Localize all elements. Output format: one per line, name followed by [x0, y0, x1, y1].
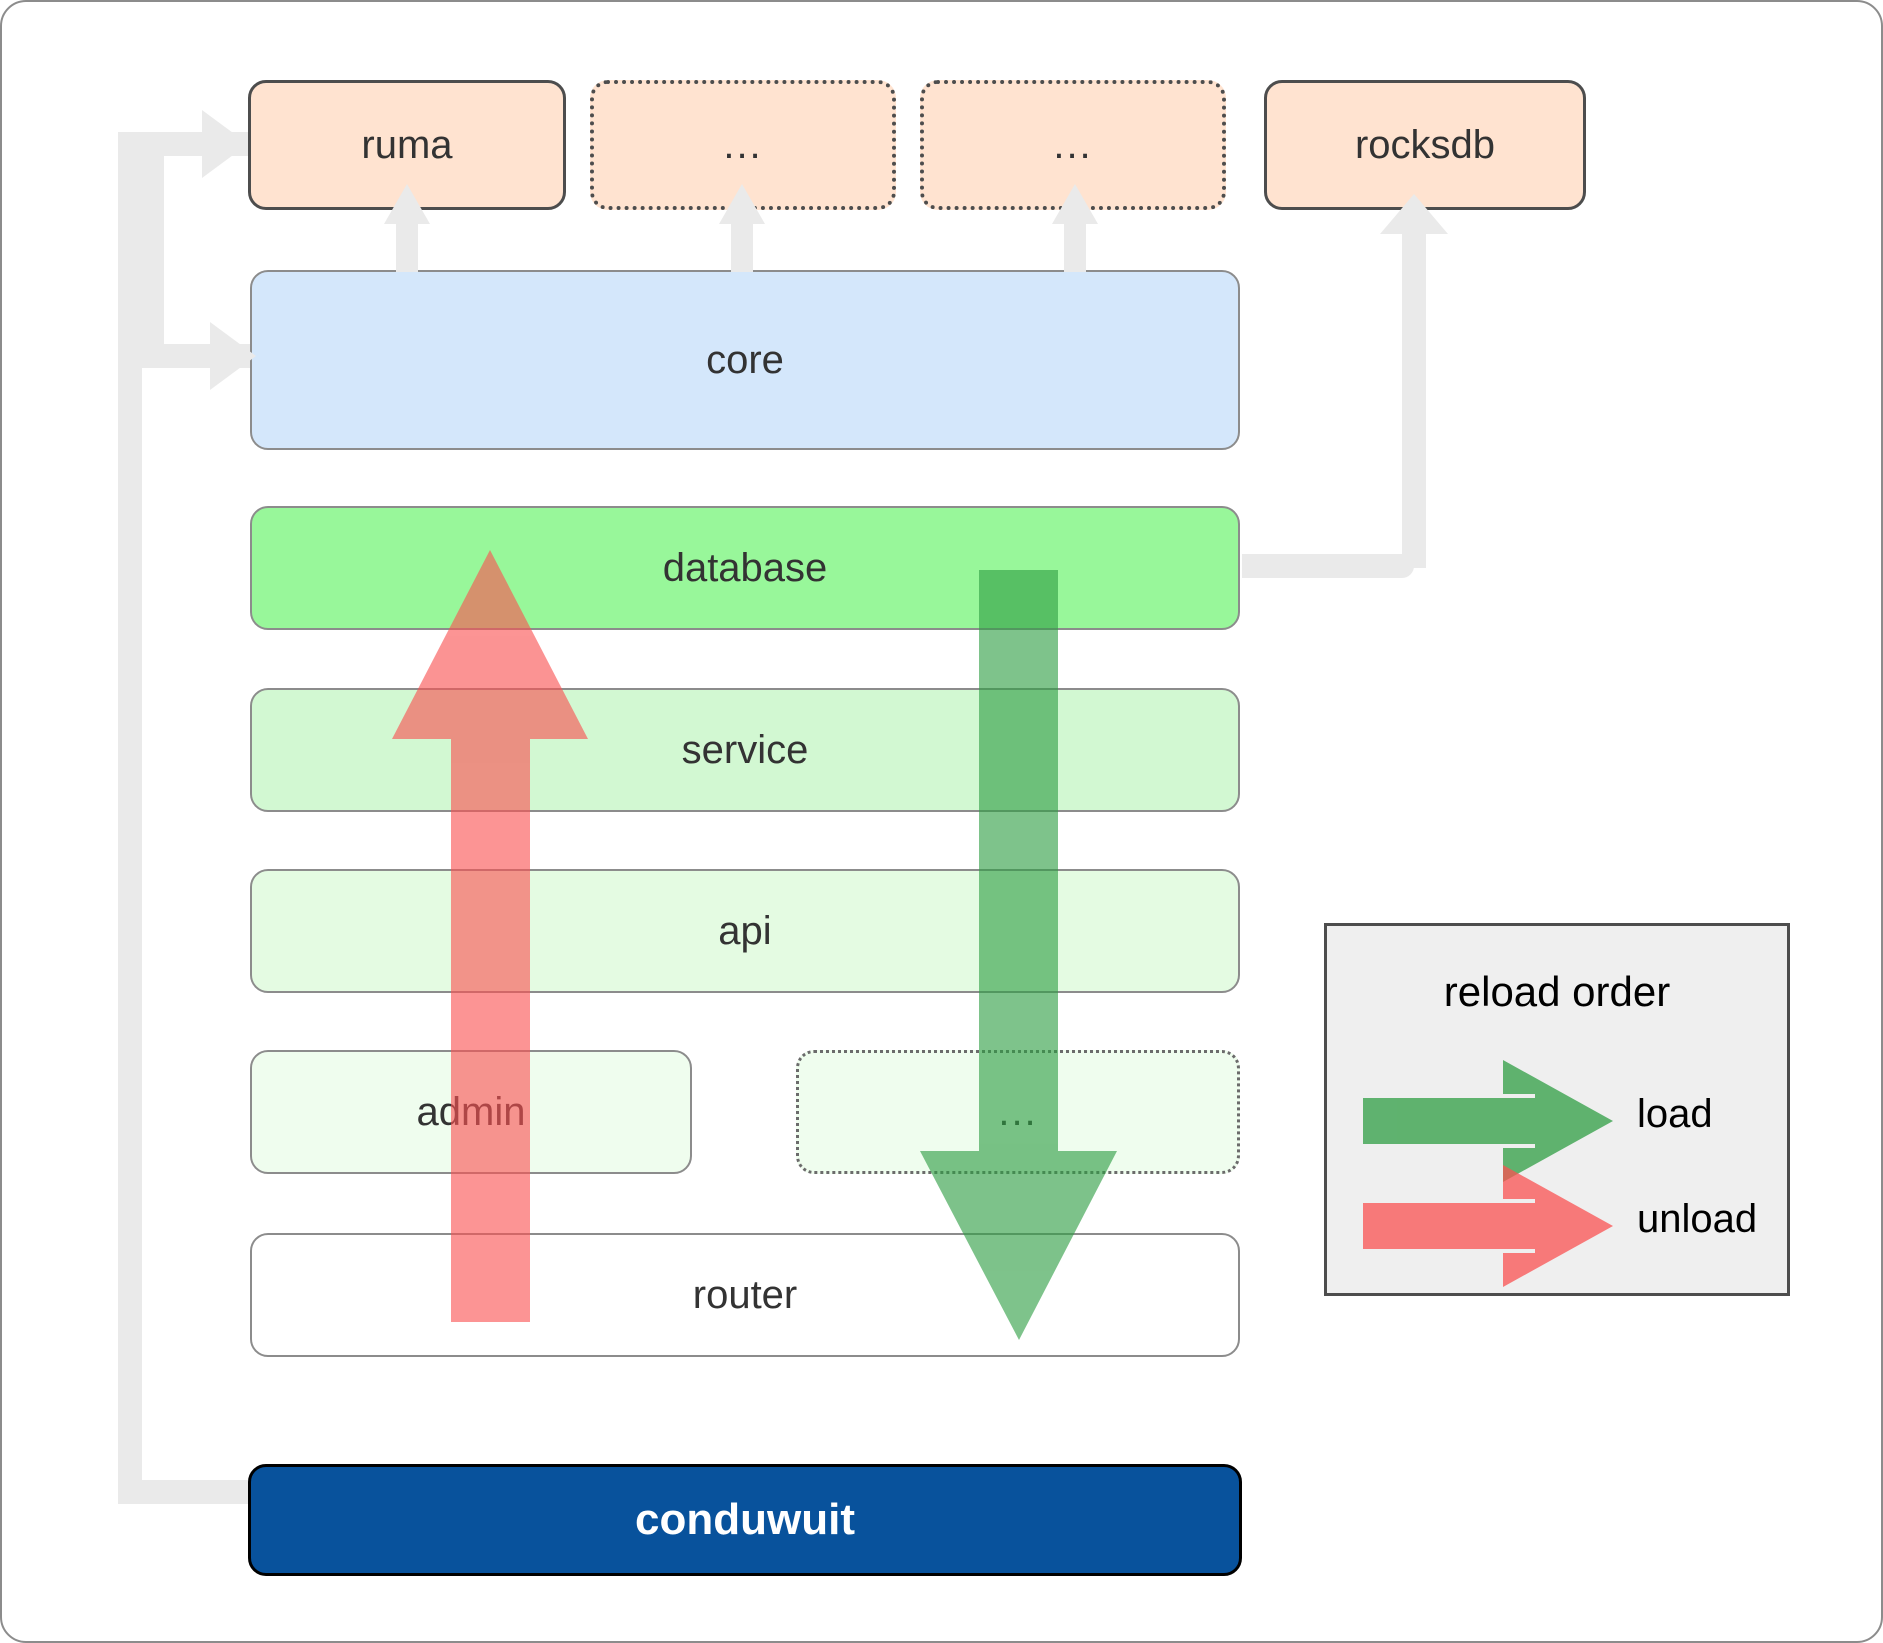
node-ext-placeholder-1-label: ...: [723, 122, 763, 167]
legend-load-arrow-icon: [1363, 1060, 1613, 1182]
link-inner-vertical: [142, 156, 164, 366]
node-rocksdb[interactable]: rocksdb: [1264, 80, 1586, 210]
node-service-label: service: [681, 727, 809, 772]
node-database[interactable]: database: [250, 506, 1240, 630]
node-router-label: router: [692, 1272, 798, 1317]
node-api-label: api: [718, 908, 772, 953]
link-root-horizontal: [118, 1480, 248, 1504]
node-layer-placeholder-label: ...: [998, 1089, 1038, 1134]
node-core[interactable]: core: [250, 270, 1240, 450]
legend-unload-arrow-icon: [1363, 1165, 1613, 1287]
link-db-rocksdb-vertical: [1402, 232, 1426, 568]
node-router[interactable]: router: [250, 1233, 1240, 1357]
legend-row-load: load: [1327, 1060, 1787, 1182]
node-rocksdb-label: rocksdb: [1354, 122, 1496, 167]
node-conduwuit[interactable]: conduwuit: [248, 1464, 1242, 1576]
link-db-rocksdb-horizontal: [1242, 554, 1414, 578]
legend-panel: reload order load unload: [1324, 923, 1790, 1296]
node-service[interactable]: service: [250, 688, 1240, 812]
legend-title: reload order: [1443, 968, 1671, 1015]
node-ext-placeholder-2[interactable]: ...: [920, 80, 1226, 210]
link-trunk-vertical: [118, 132, 142, 1504]
node-conduwuit-label: conduwuit: [635, 1495, 855, 1544]
node-layer-placeholder[interactable]: ...: [796, 1050, 1240, 1174]
node-ext-placeholder-1[interactable]: ...: [590, 80, 896, 210]
link-core-horizontal: [142, 344, 252, 368]
legend-unload-label: unload: [1637, 1197, 1758, 1241]
node-admin[interactable]: admin: [250, 1050, 692, 1174]
legend-load-label: load: [1637, 1092, 1713, 1136]
node-ruma[interactable]: ruma: [248, 80, 566, 210]
node-core-label: core: [706, 337, 784, 382]
node-database-label: database: [662, 545, 828, 590]
node-ruma-label: ruma: [361, 122, 453, 167]
node-ext-placeholder-2-label: ...: [1053, 122, 1093, 167]
link-ruma-horizontal: [118, 132, 248, 156]
node-api[interactable]: api: [250, 869, 1240, 993]
legend-row-unload: unload: [1327, 1165, 1787, 1287]
node-admin-label: admin: [416, 1089, 526, 1134]
